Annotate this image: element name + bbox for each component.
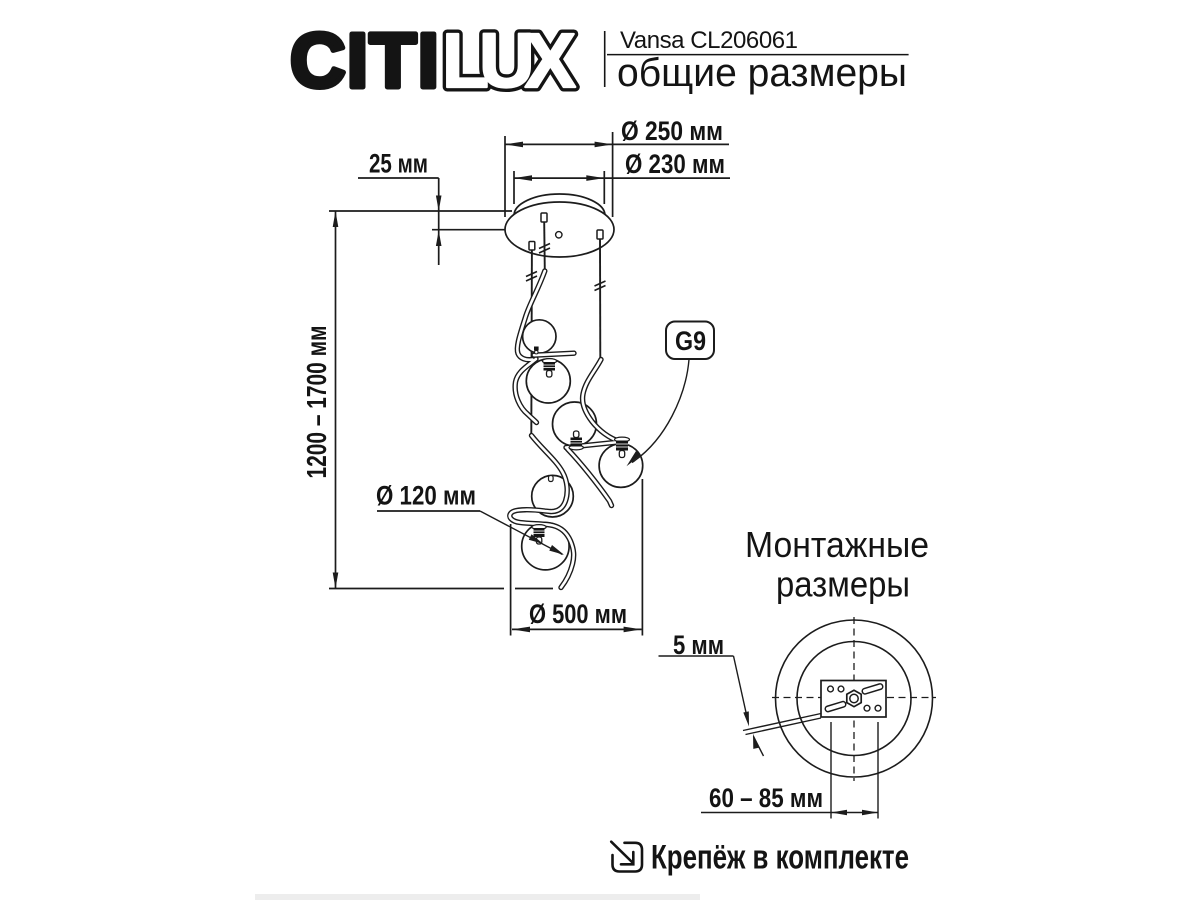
svg-text:общие размеры: общие размеры	[617, 51, 907, 95]
svg-text:60 – 85 мм: 60 – 85 мм	[709, 783, 823, 813]
svg-text:Ø 230 мм: Ø 230 мм	[625, 149, 725, 179]
svg-text:Монтажные: Монтажные	[745, 524, 929, 565]
svg-text:Vansa CL206061: Vansa CL206061	[620, 27, 798, 54]
svg-text:Ø 250 мм: Ø 250 мм	[621, 116, 723, 146]
svg-text:5 мм: 5 мм	[673, 630, 724, 660]
svg-text:Ø 120 мм: Ø 120 мм	[376, 481, 476, 511]
svg-text:25 мм: 25 мм	[369, 149, 428, 179]
svg-text:LUX: LUX	[442, 18, 576, 104]
svg-text:G9: G9	[675, 326, 706, 356]
svg-text:Ø 500 мм: Ø 500 мм	[529, 599, 627, 629]
svg-text:LUX: LUX	[442, 18, 576, 104]
svg-text:размеры: размеры	[776, 564, 910, 605]
svg-text:1200 – 1700 мм: 1200 – 1700 мм	[301, 326, 332, 479]
svg-text:Крепёж в комплекте: Крепёж в комплекте	[651, 839, 909, 877]
